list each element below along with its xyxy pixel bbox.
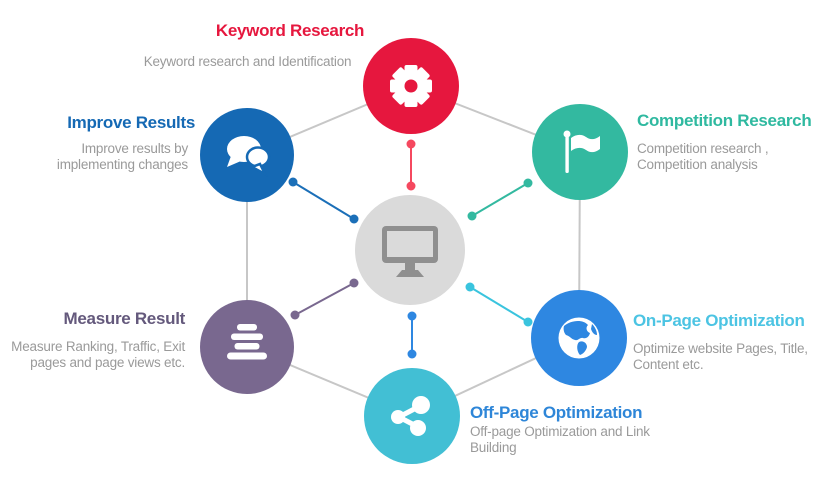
spoke-improve-results: [288, 177, 359, 224]
flag-icon: [563, 130, 600, 173]
spoke-competition-research: [467, 178, 533, 221]
node-title-on-page-optimization: On-Page Optimization: [633, 311, 805, 330]
share-icon: [391, 396, 430, 436]
spoke-measure-result: [290, 278, 359, 320]
node-description-competition-research: Competition research , Competition analy…: [637, 141, 769, 172]
node-description-keyword-research: Keyword research and Identification: [143, 54, 352, 69]
chat-bubbles-icon: [227, 136, 271, 177]
node-circle-off-page-optimization: [364, 368, 460, 464]
desktop-monitor-icon: [382, 226, 438, 277]
spoke-on-page-optimization: [465, 282, 533, 327]
gear-icon: [390, 65, 432, 107]
node-circle-competition-research: [532, 104, 628, 200]
spoke-off-page-optimization: [407, 311, 417, 359]
node-title-improve-results: Improve Results: [67, 113, 195, 132]
node-description-measure-result: Measure Ranking, Traffic, Exit pages and…: [11, 339, 185, 370]
node-title-competition-research: Competition Research: [637, 111, 812, 130]
bar-stack-icon: [227, 324, 267, 360]
node-description-off-page-optimization: Off-page Optimization and Link Building: [470, 424, 650, 455]
node-title-keyword-research: Keyword Research: [215, 21, 365, 40]
node-description-improve-results: Improve results by implementing changes: [56, 141, 188, 172]
spoke-keyword-research: [406, 139, 416, 191]
node-title-off-page-optimization: Off-Page Optimization: [470, 403, 643, 422]
node-title-measure-result: Measure Result: [63, 309, 186, 328]
node-description-on-page-optimization: Optimize website Pages, Title, Content e…: [633, 341, 808, 372]
globe-icon: [558, 317, 600, 359]
